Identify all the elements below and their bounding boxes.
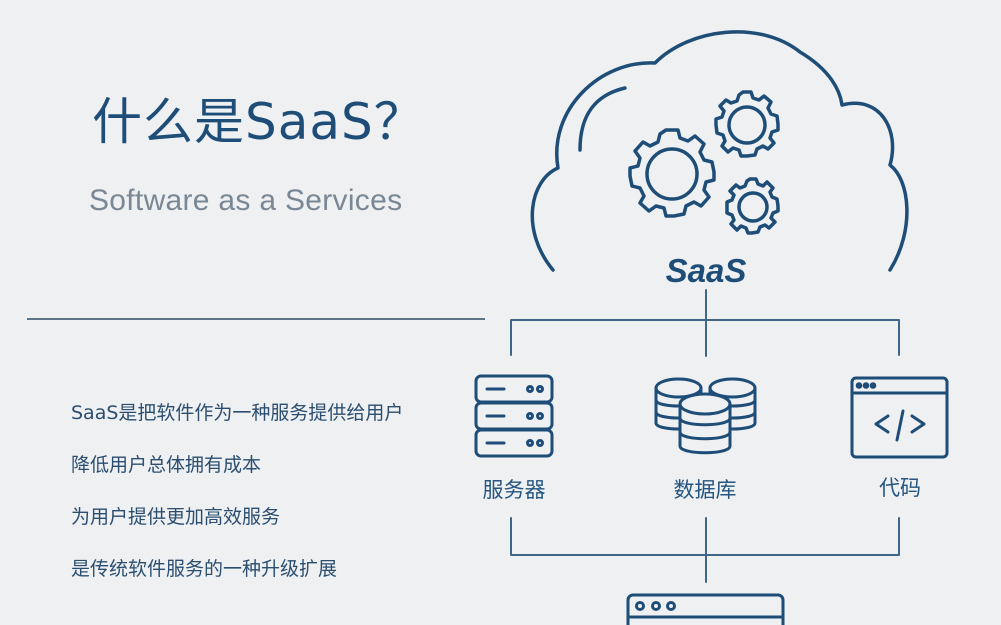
browser-window-icon [626, 593, 785, 625]
database-label: 数据库 [673, 478, 737, 502]
divider-line [27, 318, 485, 320]
page-title: 什么是SaaS？ [92, 93, 425, 151]
code-window-icon [850, 376, 949, 459]
server-icon [474, 374, 554, 458]
cloud-icon [530, 30, 909, 272]
list-item: SaaS是把软件作为一种服务提供给用户 [71, 402, 404, 424]
database-icon [654, 377, 757, 455]
cloud-label: SaaS [666, 252, 747, 289]
code-label: 代码 [879, 476, 921, 500]
page-subtitle: Software as a Services [89, 184, 403, 217]
server-label: 服务器 [482, 478, 546, 502]
list-item: 是传统软件服务的一种升级扩展 [71, 558, 338, 580]
connector-lines [510, 289, 900, 583]
bullet-list: SaaS是把软件作为一种服务提供给用户 降低用户总体拥有成本 为用户提供更加高效… [71, 398, 403, 606]
list-item: 为用户提供更加高效服务 [71, 506, 281, 528]
gears-icon [628, 90, 780, 235]
list-item: 降低用户总体拥有成本 [71, 454, 262, 476]
